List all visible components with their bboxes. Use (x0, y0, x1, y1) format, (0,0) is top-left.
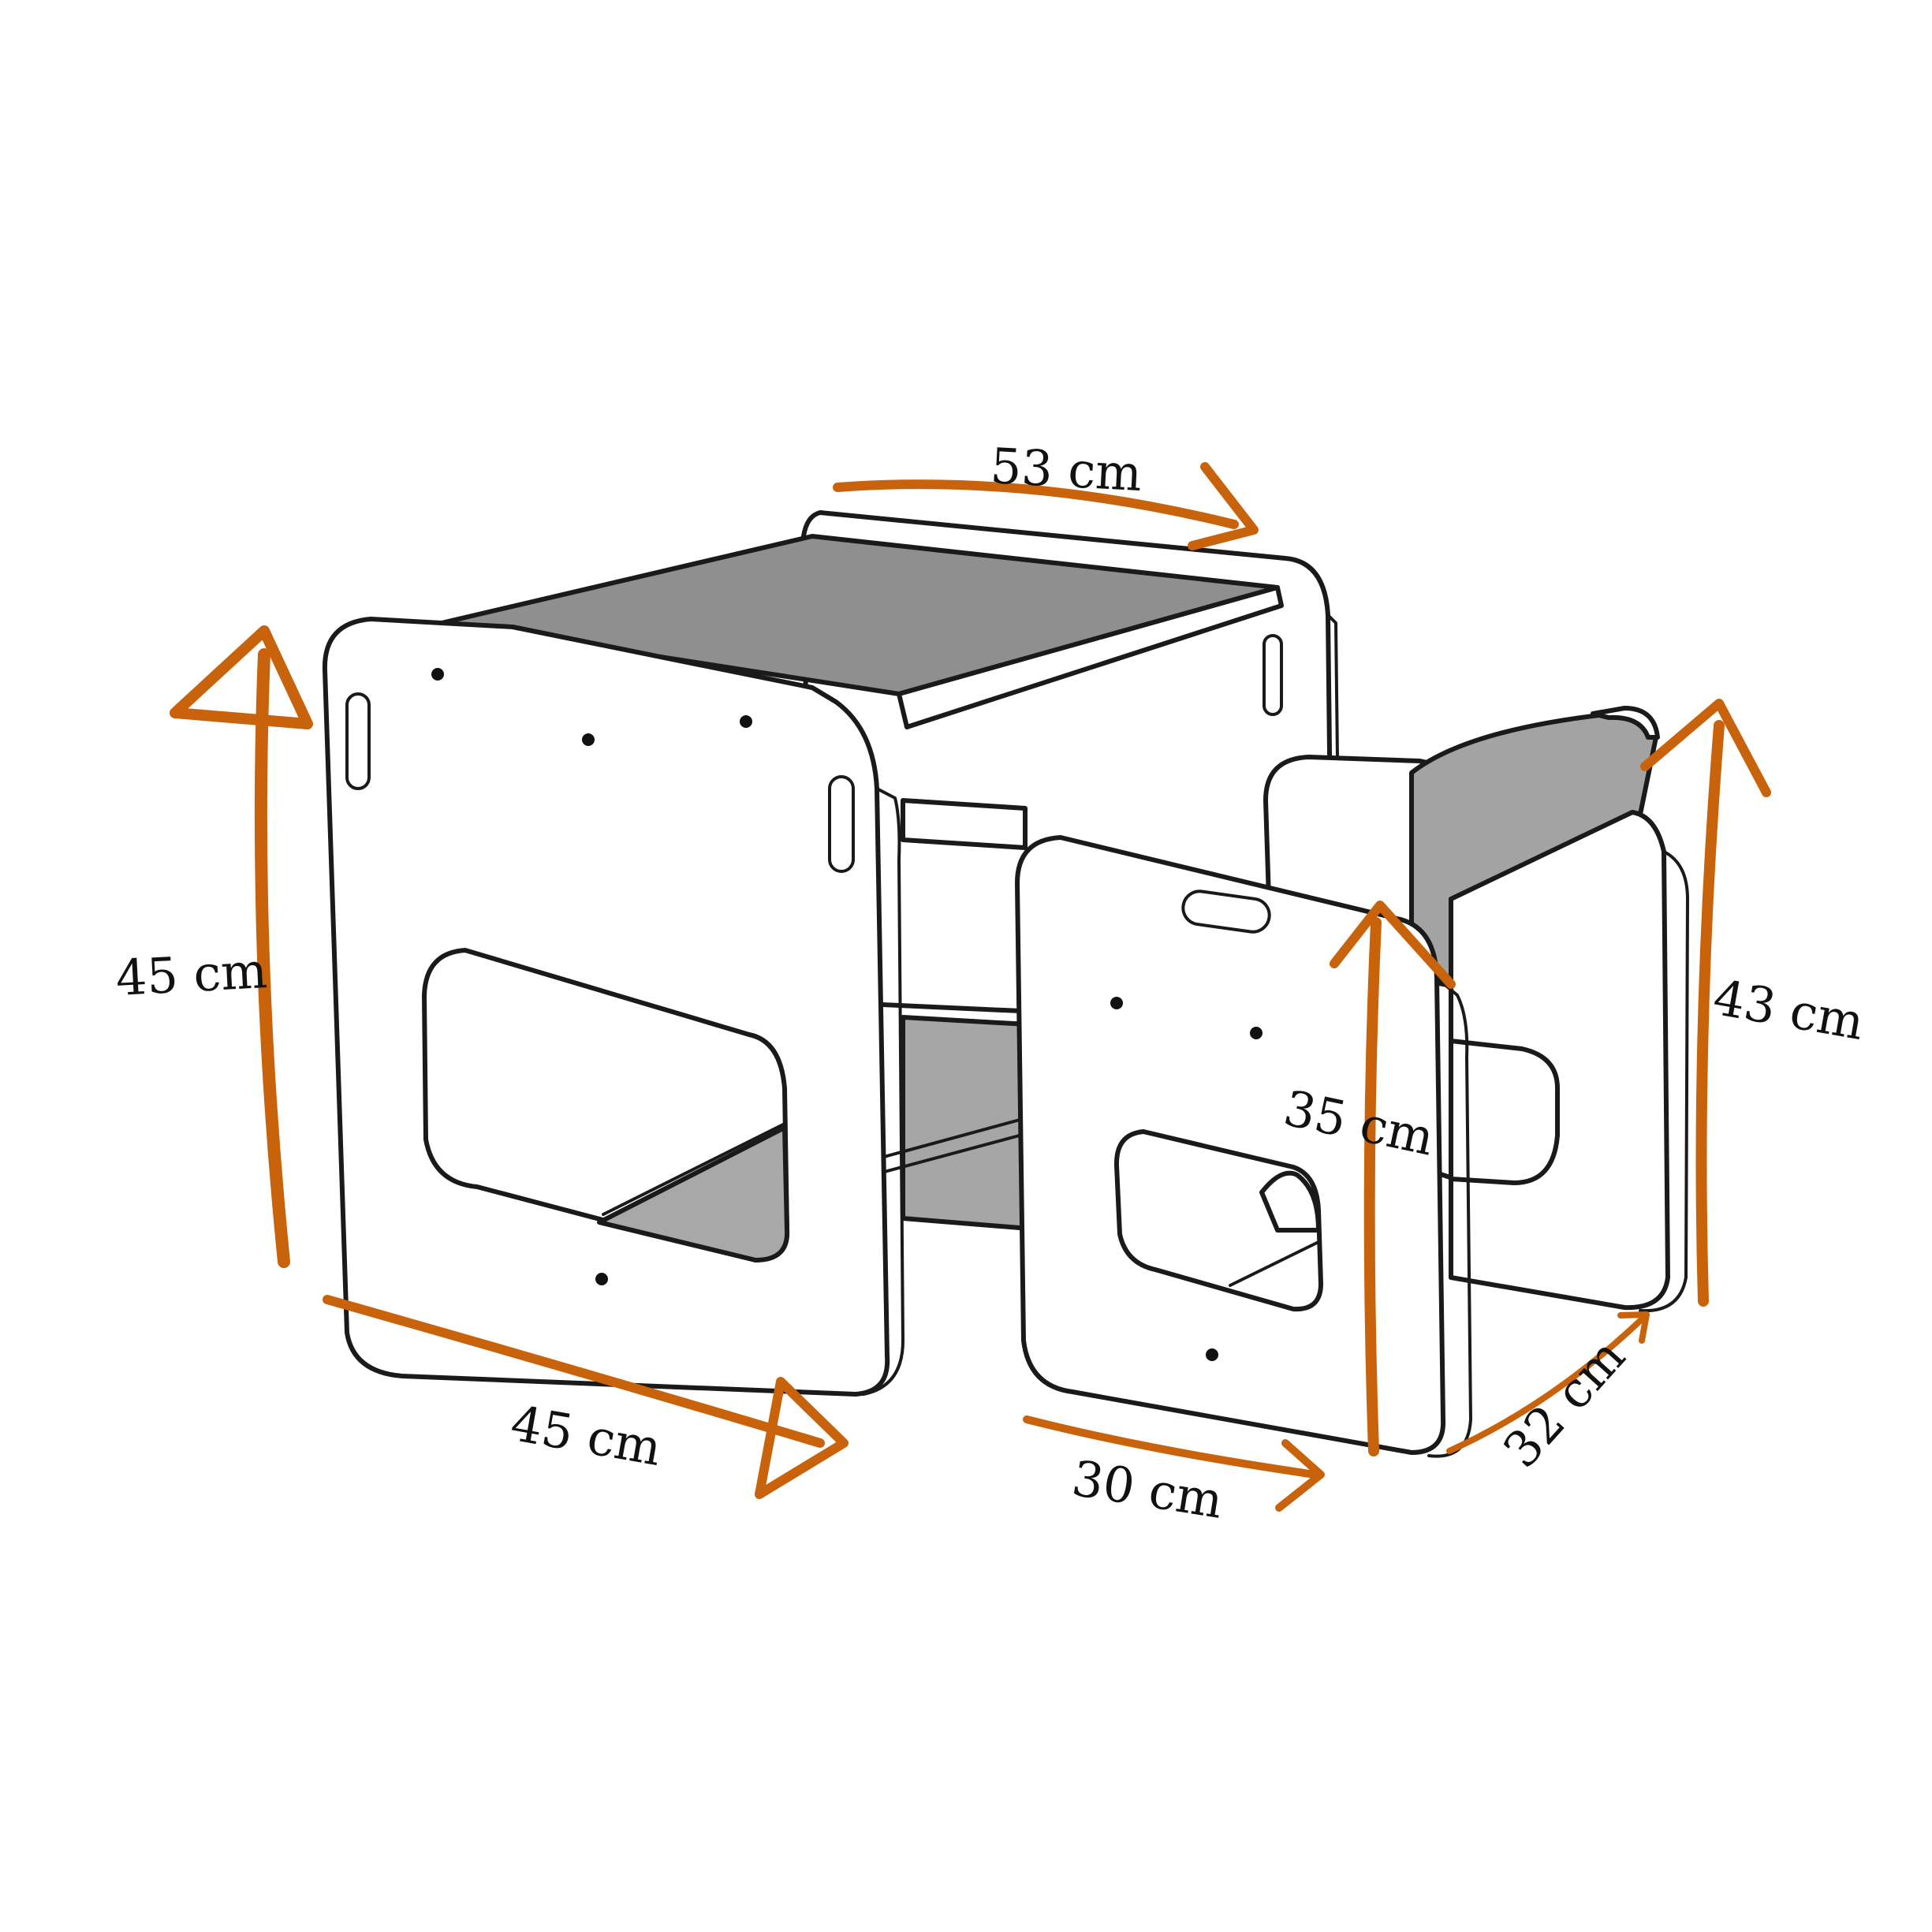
label-chair-depth: 32 cm (1492, 1327, 1636, 1479)
label-table-depth: 45 cm (506, 1394, 666, 1477)
dimension-arrows (170, 462, 1771, 1512)
bolt-hole (1206, 1348, 1218, 1361)
table-stretcher (901, 798, 1028, 850)
label-chair-width: 30 cm (1069, 1449, 1227, 1530)
bolt-hole (582, 733, 595, 746)
chair-handle-slot (1181, 890, 1271, 934)
chair-front-panel (1015, 835, 1446, 1455)
arrow-chair-seat-height (1363, 917, 1382, 1456)
label-table-height: 45 cm (114, 942, 269, 1007)
arrow-chair-back-height (1695, 720, 1725, 1307)
bolt-hole (1250, 1027, 1263, 1039)
arrow-chair-width (1023, 1415, 1319, 1479)
table (322, 510, 1342, 1397)
arrow-chair-depth (1446, 1314, 1647, 1454)
bolt-hole (431, 668, 444, 681)
chair (1015, 706, 1689, 1458)
table-front-handle-slot-right (828, 775, 855, 873)
bolt-hole (740, 715, 752, 728)
bolt-hole (1110, 997, 1123, 1009)
arrow-table-width (833, 479, 1239, 529)
arrow-table-height (254, 648, 290, 1268)
arrow-table-depth (323, 1295, 825, 1448)
table-front-handle-slot-left (345, 692, 371, 790)
label-chair-back-height: 43 cm (1709, 968, 1868, 1051)
bolt-hole (595, 1273, 608, 1285)
label-table-width: 53 cm (989, 437, 1143, 502)
table-back-handle-slot (1263, 634, 1283, 716)
